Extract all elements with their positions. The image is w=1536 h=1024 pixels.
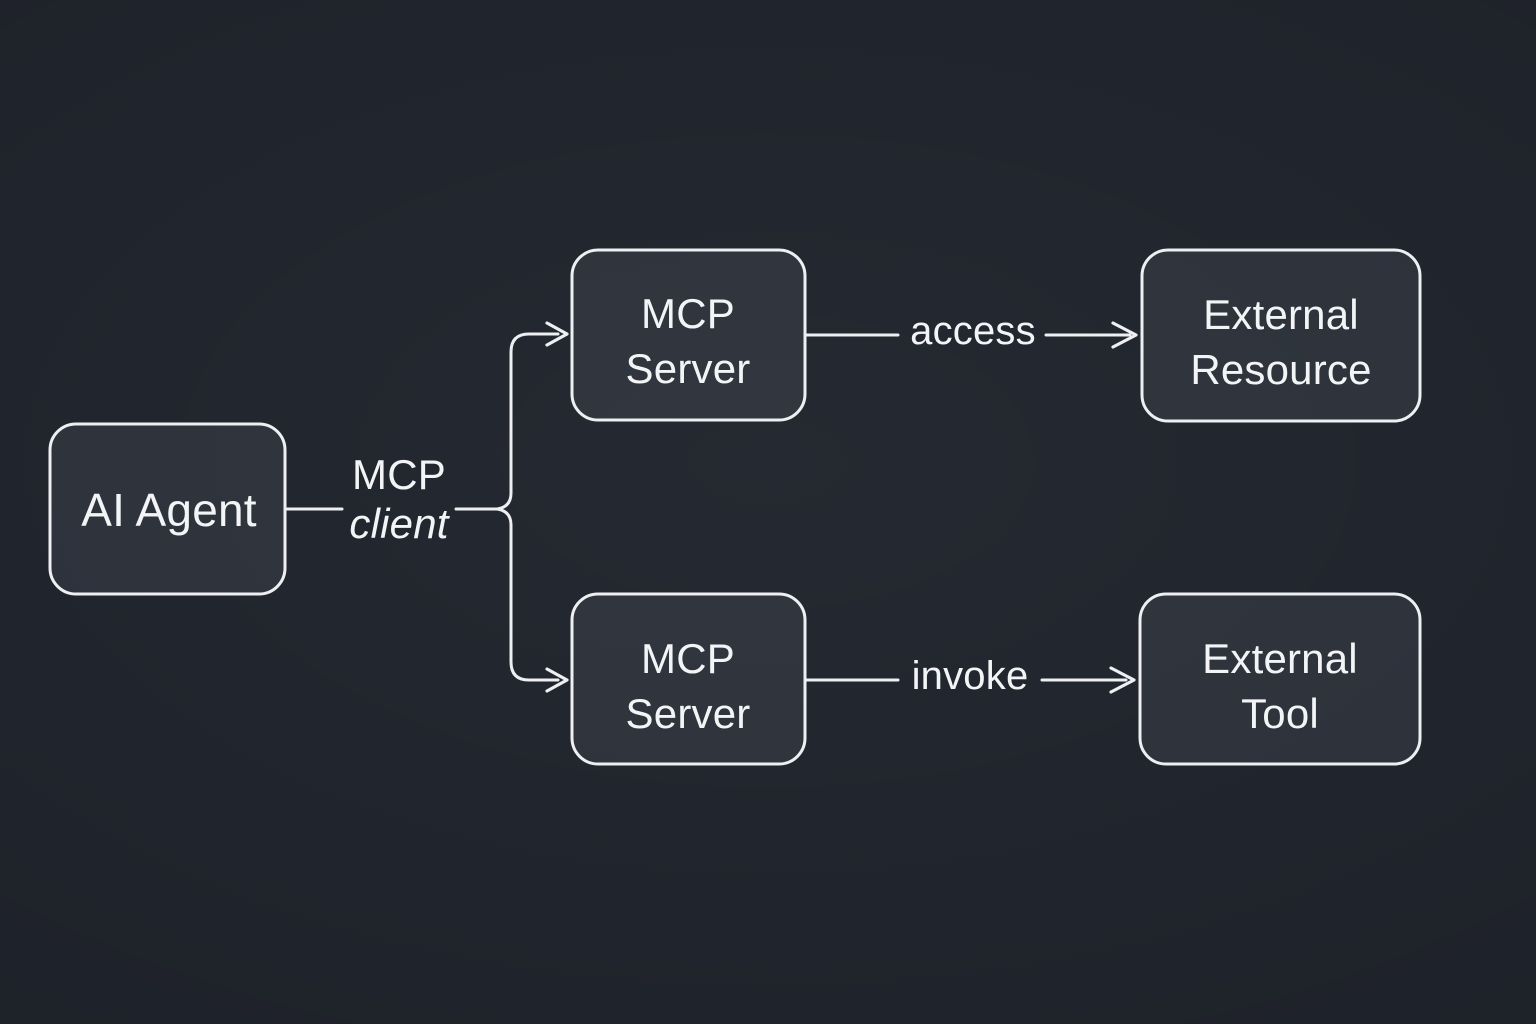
node-box [570,248,807,422]
ai-agent-label: AI Agent [81,484,257,536]
node-box [48,422,287,596]
edge-label-mcp-client: MCP client [349,451,450,547]
external-resource-label-line2: Resource [1190,346,1371,393]
external-resource-label-line1: External [1203,291,1359,338]
mcp-server-top-label-line1: MCP [641,290,735,337]
edge-access: access [803,309,1138,353]
edge-fork-to-mcp-server-top [495,321,569,511]
node-mcp-server-top: MCP Server [570,248,807,422]
node-box [570,592,807,766]
mcp-server-bottom-label-line1: MCP [641,635,735,682]
arrowhead-icon [1111,321,1138,349]
mcp-server-top-label-line2: Server [626,345,751,392]
node-ai-agent: AI Agent [48,422,287,596]
edge-segment [495,507,560,682]
mcp-client-label-line1: MCP [352,451,446,498]
node-external-resource: External Resource [1140,248,1422,423]
external-tool-label-line2: Tool [1241,690,1319,737]
node-box [1140,248,1422,423]
external-tool-label-line1: External [1202,635,1358,682]
node-box [1138,592,1422,766]
mcp-server-bottom-label-line2: Server [626,690,751,737]
edge-fork-to-mcp-server-bottom [495,507,569,693]
mcp-client-label-line2: client [349,500,450,547]
arrowhead-icon [545,667,569,693]
node-mcp-server-bottom: MCP Server [570,592,807,766]
arrowhead-icon [1109,666,1136,694]
arrowhead-icon [545,321,569,347]
edge-label-access: access [910,309,1036,353]
edge-segment [495,332,560,511]
node-external-tool: External Tool [1138,592,1422,766]
edge-label-invoke: invoke [912,654,1029,698]
edge-invoke: invoke [803,654,1136,698]
